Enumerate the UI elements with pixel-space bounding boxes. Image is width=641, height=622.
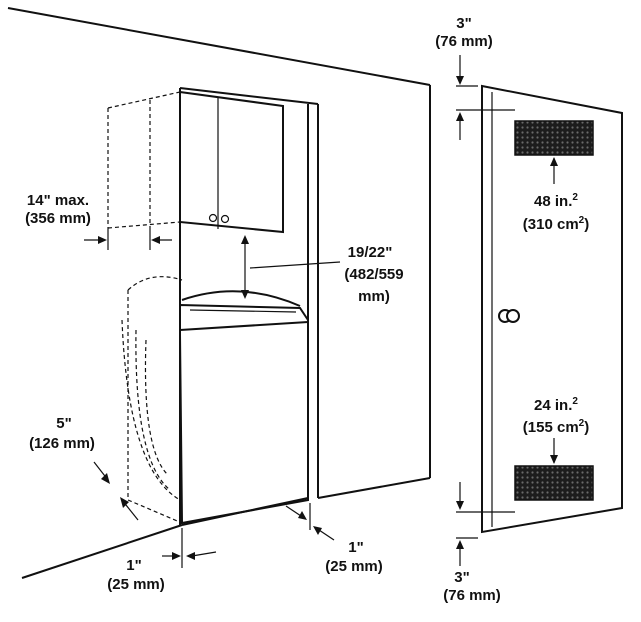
svg-text:(482/559: (482/559 bbox=[344, 266, 403, 283]
svg-text:3": 3" bbox=[456, 15, 471, 32]
svg-text:mm): mm) bbox=[358, 288, 390, 305]
label-front-clearance: 5" (126 mm) bbox=[29, 415, 95, 452]
svg-text:(76 mm): (76 mm) bbox=[443, 587, 501, 604]
washer-icon bbox=[121, 276, 309, 525]
svg-text:5": 5" bbox=[56, 415, 71, 432]
svg-text:(310 cm2): (310 cm2) bbox=[523, 215, 589, 233]
upper-vent-grille bbox=[514, 120, 594, 156]
svg-text:(76 mm): (76 mm) bbox=[435, 33, 493, 50]
svg-text:(356 mm): (356 mm) bbox=[25, 210, 91, 227]
back-wall bbox=[7, 7, 431, 579]
label-upper-vent: 48 in.2 (310 cm2) bbox=[523, 192, 589, 233]
label-cabinet-depth: 14" max. (356 mm) bbox=[25, 192, 91, 227]
svg-text:1": 1" bbox=[126, 557, 141, 574]
svg-text:1": 1" bbox=[348, 539, 363, 556]
label-side-left: 1" (25 mm) bbox=[107, 557, 165, 593]
door-knob-icon bbox=[498, 309, 520, 323]
label-top-gap: 3" (76 mm) bbox=[435, 15, 493, 50]
lower-vent-grille bbox=[514, 465, 594, 501]
label-lower-vent: 24 in.2 (155 cm2) bbox=[523, 396, 589, 436]
cabinet-icon bbox=[107, 90, 284, 234]
svg-text:(25 mm): (25 mm) bbox=[325, 558, 383, 575]
svg-text:14" max.: 14" max. bbox=[27, 192, 89, 209]
svg-text:(25 mm): (25 mm) bbox=[107, 576, 165, 593]
closet-door bbox=[481, 84, 623, 534]
svg-text:48 in.2: 48 in.2 bbox=[534, 192, 578, 210]
svg-text:(155 cm2): (155 cm2) bbox=[523, 418, 589, 436]
svg-text:(126 mm): (126 mm) bbox=[29, 435, 95, 452]
dimension-lines bbox=[84, 55, 558, 568]
svg-text:19/22": 19/22" bbox=[348, 244, 393, 261]
label-bottom-gap: 3" (76 mm) bbox=[443, 569, 501, 604]
svg-text:24 in.2: 24 in.2 bbox=[534, 396, 578, 414]
label-cabinet-clearance: 19/22" (482/559 mm) bbox=[344, 244, 403, 305]
label-side-right: 1" (25 mm) bbox=[325, 539, 383, 575]
svg-text:3": 3" bbox=[454, 569, 469, 586]
